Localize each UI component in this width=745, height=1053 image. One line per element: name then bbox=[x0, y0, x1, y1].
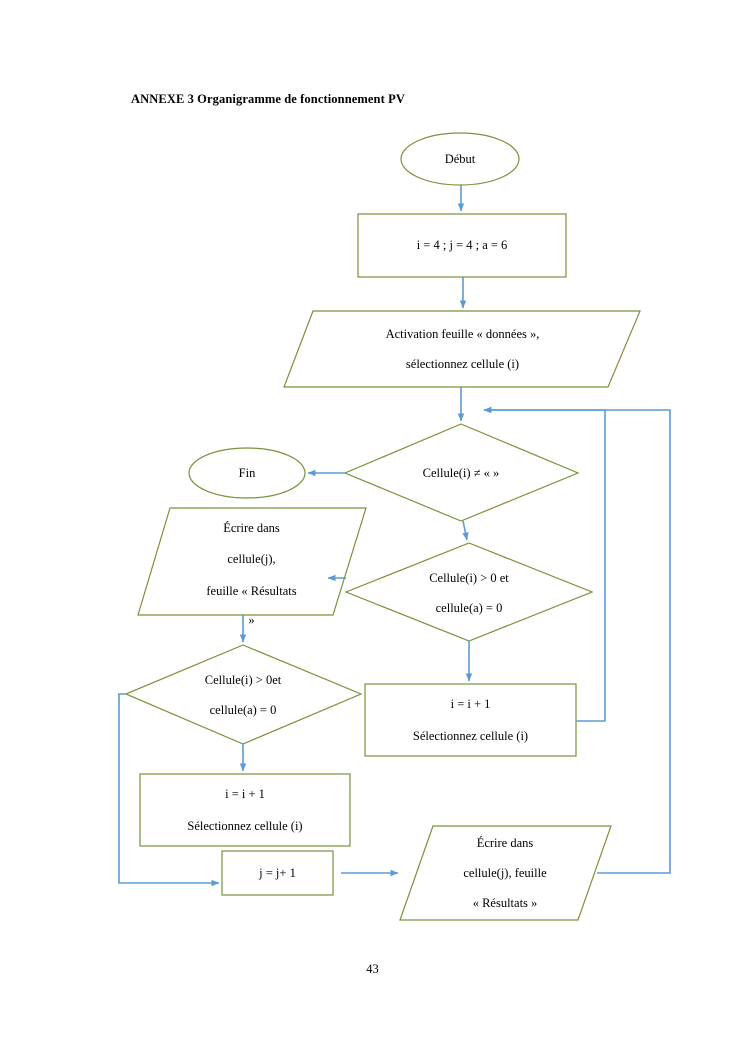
node-test-droite-shape bbox=[344, 542, 594, 642]
node-ecrire1-shape bbox=[137, 507, 367, 616]
edge-ecrire2-testvide-loop bbox=[483, 406, 671, 874]
node-inc-droite-shape bbox=[364, 683, 577, 757]
node-test-gauche-shape bbox=[124, 644, 363, 745]
node-activation-shape bbox=[283, 310, 641, 388]
page-title: ANNEXE 3 Organigramme de fonctionnement … bbox=[131, 92, 405, 106]
edge-incdroite-testvide-loop bbox=[483, 406, 606, 722]
node-init-shape bbox=[357, 213, 567, 278]
edge-testgauche-incj-loop bbox=[118, 693, 220, 887]
node-inc-gauche-shape bbox=[139, 773, 351, 847]
node-inc-j-shape bbox=[221, 850, 334, 896]
edge-testvide-testdroite bbox=[462, 520, 469, 541]
page-number: 43 bbox=[366, 962, 379, 976]
node-debut-shape bbox=[400, 132, 520, 186]
node-fin-shape bbox=[188, 447, 306, 499]
node-test-vide-shape bbox=[343, 423, 580, 522]
node-ecrire2-shape bbox=[399, 825, 612, 921]
